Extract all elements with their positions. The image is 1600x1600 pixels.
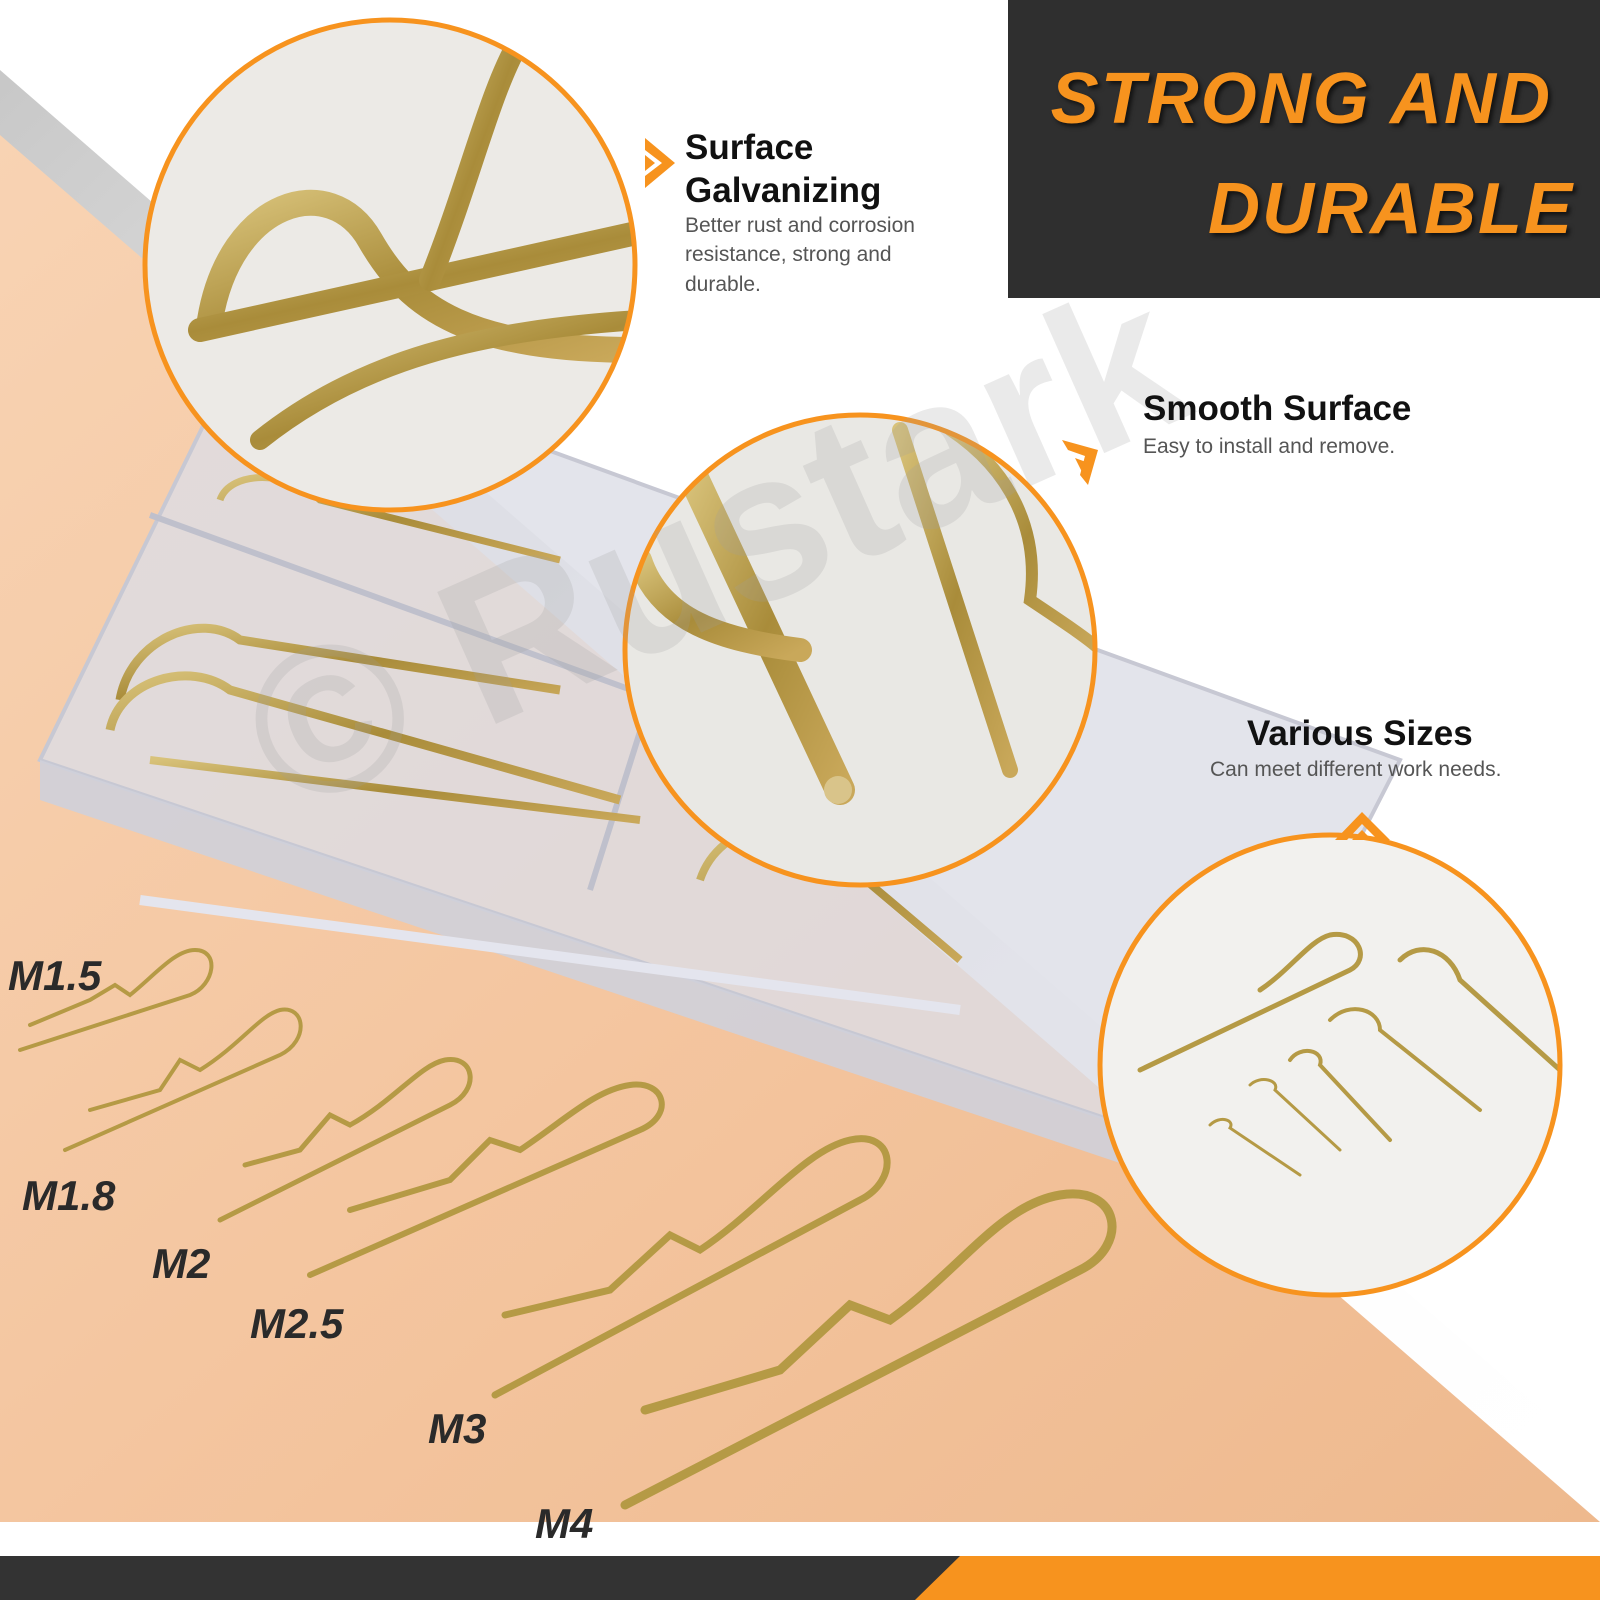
feature-sizes-title: Various Sizes — [1247, 714, 1473, 753]
feature-sizes-description: Can meet different work needs. — [1210, 758, 1502, 781]
headline-banner: STRONG AND DURABLE — [1008, 0, 1600, 298]
zoom-circle-smooth — [622, 412, 1098, 888]
headline-line-2: DURABLE — [1208, 169, 1574, 249]
feature-smooth-title: Smooth Surface — [1143, 389, 1412, 428]
size-label-m3: M3 — [428, 1405, 487, 1452]
hitch-pins — [18, 947, 1117, 1510]
feature-galvanizing-title-line-2: Galvanizing — [685, 171, 882, 210]
feature-galvanizing-description: Better rust and corrosion resistance, st… — [685, 214, 915, 296]
zoom-circle-galvanizing — [142, 17, 638, 513]
chevron-right-icon — [645, 138, 675, 188]
size-label-m1-8: M1.8 — [22, 1172, 116, 1219]
feature-galvanizing-title-line-1: Surface — [685, 128, 814, 167]
chevron-up-icon — [1335, 812, 1390, 840]
headline-line-1: STRONG AND — [1050, 59, 1552, 139]
zoom-circle-sizes — [1097, 832, 1563, 1298]
size-label-m2: M2 — [152, 1240, 211, 1287]
size-label-m2-5: M2.5 — [250, 1300, 344, 1347]
chevron-down-right-icon — [1062, 440, 1098, 485]
size-label-m4: M4 — [535, 1500, 594, 1547]
feature-smooth-description: Easy to install and remove. — [1143, 435, 1396, 458]
footer-orange — [915, 1556, 1600, 1600]
size-label-m1-5: M1.5 — [8, 952, 102, 999]
